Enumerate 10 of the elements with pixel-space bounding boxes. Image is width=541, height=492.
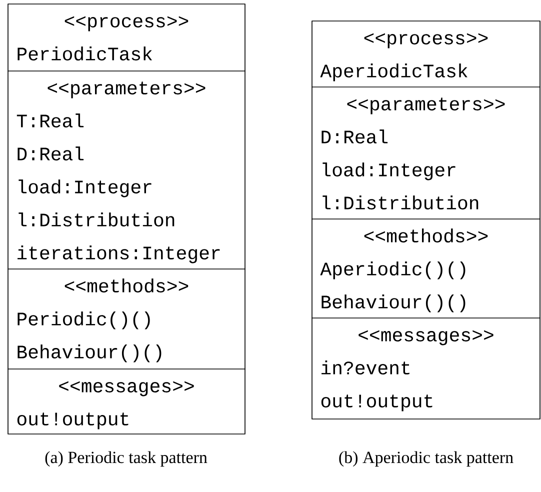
caption: (b) Aperiodic task pattern [339,451,514,467]
compartment: <<messages>> out!output [8,368,246,434]
compartment: <<parameters>> T:Real D:Real load:Integer l:Distribution iterations:Integer [8,70,246,270]
compartment: <<parameters>> D:Real load:Integer l:Distribution [312,86,540,220]
caption: (a) Periodic task pattern [45,451,208,467]
compartment: <<methods>> Aperiodic()() Behaviour()() [312,218,540,318]
compartment: <<process>> PeriodicTask [8,4,246,72]
compartment: <<process>> AperiodicTask [312,20,540,88]
compartment: <<methods>> Periodic()() Behaviour()() [8,268,246,370]
compartment: <<messages>> in?event out!output [312,318,540,420]
